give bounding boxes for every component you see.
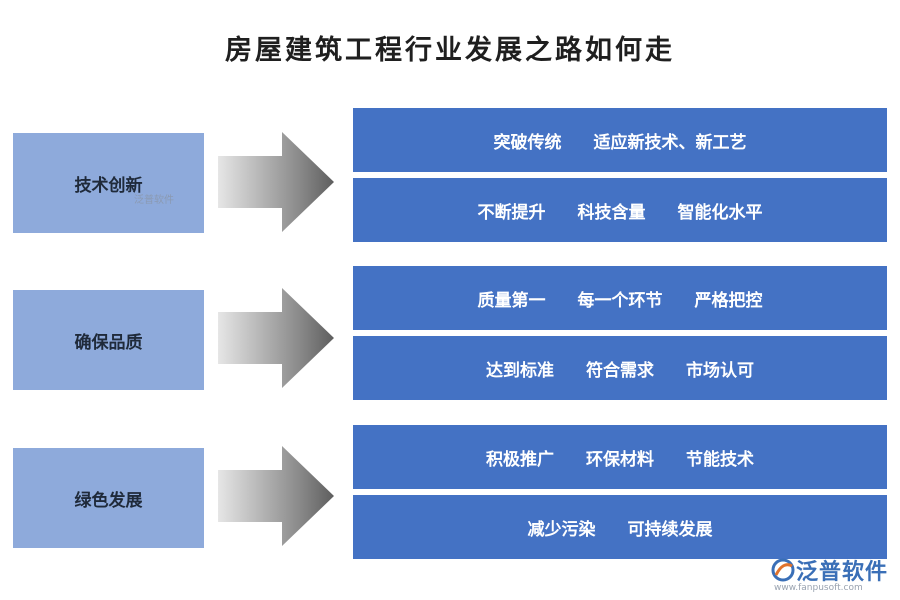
bar-phrase: 每一个环节: [577, 290, 663, 311]
bar-phrase: 不断提升: [477, 202, 546, 223]
right-arrow-icon: [218, 288, 334, 388]
watermark-small: 泛普软件: [134, 195, 174, 206]
bar-phrase: 环保材料: [586, 449, 654, 470]
bar-phrase: 突破传统: [493, 132, 562, 153]
bar-phrase: 质量第一: [477, 290, 546, 311]
row-quality-assurance: 确保品质 质量第一 每一个环节 严格把控 达到标准 符合需求 市场认可: [0, 266, 900, 406]
row-label: 确保品质: [13, 290, 204, 390]
bar-phrase: 减少污染: [527, 519, 596, 540]
brand-logo-text: 泛普软件: [796, 560, 889, 585]
row-technology-innovation: 技术创新 突破传统 适应新技术、新工艺 不断提升 科技含量 智能化水平: [0, 108, 900, 248]
bar-top: 突破传统 适应新技术、新工艺: [353, 108, 887, 172]
row-green-development: 绿色发展 积极推广 环保材料 节能技术 减少污染 可持续发展: [0, 425, 900, 565]
brand-url: www.fanpusoft.com: [774, 583, 863, 593]
bar-phrase: 智能化水平: [677, 202, 763, 223]
bar-top: 质量第一 每一个环节 严格把控: [353, 266, 887, 330]
bar-phrase: 适应新技术、新工艺: [593, 132, 747, 153]
brand-logo: 泛普软件: [770, 554, 888, 586]
brand-mark-icon: [771, 558, 795, 582]
bar-bottom: 达到标准 符合需求 市场认可: [353, 336, 887, 400]
bar-phrase: 达到标准: [486, 360, 554, 381]
row-label: 技术创新: [13, 133, 204, 233]
bar-top: 积极推广 环保材料 节能技术: [353, 425, 887, 489]
right-arrow-icon: [218, 132, 334, 232]
bar-phrase: 节能技术: [686, 449, 754, 470]
bar-bottom: 不断提升 科技含量 智能化水平: [353, 178, 887, 242]
bar-phrase: 市场认可: [686, 360, 754, 381]
bar-phrase: 严格把控: [694, 290, 763, 311]
bar-bottom: 减少污染 可持续发展: [353, 495, 887, 559]
bar-phrase: 科技含量: [577, 202, 646, 223]
bar-phrase: 符合需求: [586, 360, 654, 381]
bar-phrase: 积极推广: [486, 449, 554, 470]
bar-phrase: 可持续发展: [627, 519, 713, 540]
diagram-title: 房屋建筑工程行业发展之路如何走: [225, 35, 675, 66]
row-label: 绿色发展: [13, 448, 204, 548]
right-arrow-icon: [218, 446, 334, 546]
